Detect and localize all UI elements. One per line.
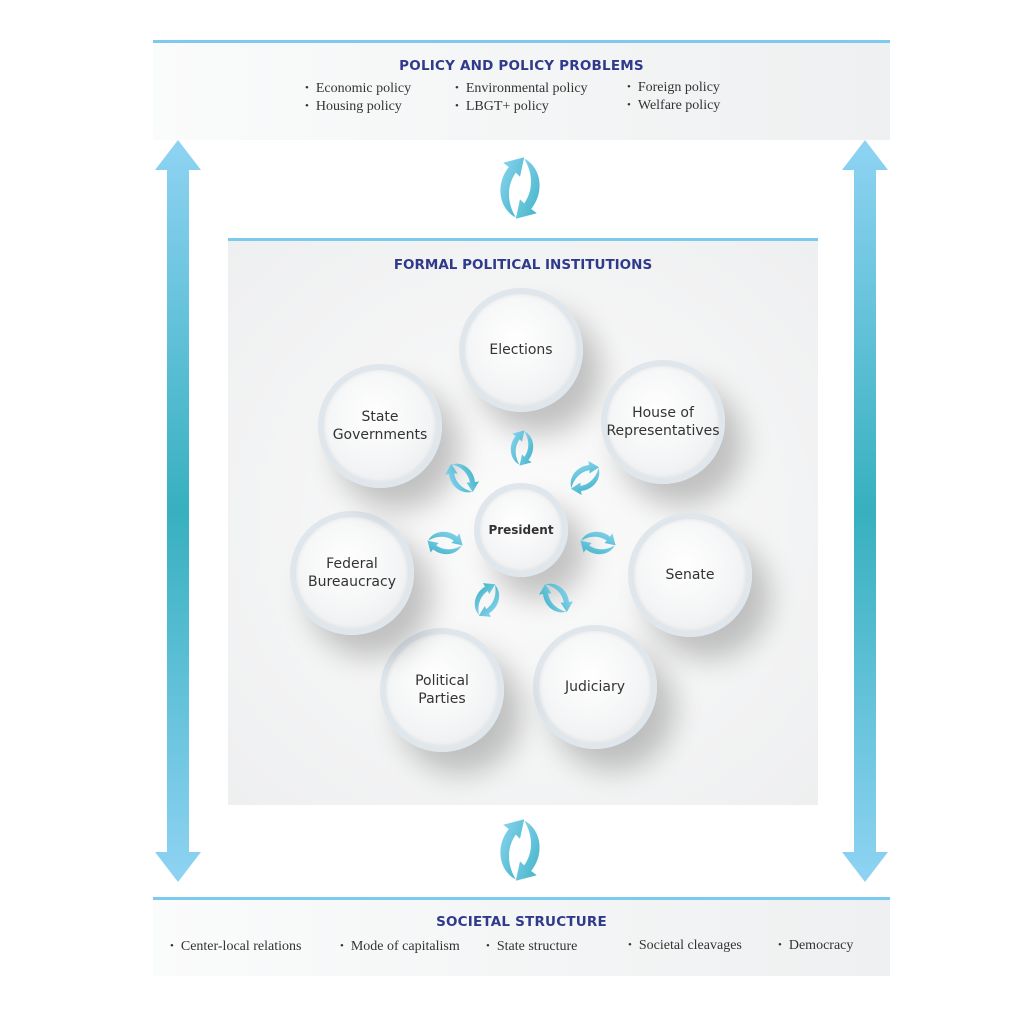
policy-item: LBGT+ policy bbox=[455, 99, 549, 115]
cycle-arrows-icon bbox=[445, 463, 479, 493]
society-panel: SOCIETAL STRUCTURE Center-local relation… bbox=[153, 897, 890, 976]
cycle-arrows-icon bbox=[570, 461, 600, 495]
society-item: Societal cleavages bbox=[628, 938, 742, 954]
node-elections: Elections bbox=[459, 288, 583, 412]
node-state-governments: State Governments bbox=[318, 364, 442, 488]
society-title: SOCIETAL STRUCTURE bbox=[436, 914, 607, 930]
policy-item: Housing policy bbox=[305, 99, 402, 115]
double-arrow-right-icon bbox=[842, 140, 888, 882]
cycle-arrows-icon bbox=[427, 531, 463, 555]
node-judiciary: Judiciary bbox=[533, 625, 657, 749]
society-item: State structure bbox=[486, 939, 577, 955]
policy-item: Foreign policy bbox=[627, 80, 720, 96]
cycle-arrows-icon bbox=[500, 819, 540, 881]
node-senate: Senate bbox=[628, 513, 752, 637]
institutions-title: FORMAL POLITICAL INSTITUTIONS bbox=[393, 257, 653, 273]
cycle-arrows-icon bbox=[510, 430, 534, 466]
cycle-arrows-icon bbox=[474, 583, 500, 617]
node-house: House of Representatives bbox=[601, 360, 725, 484]
cycle-arrows-icon bbox=[580, 531, 616, 555]
policy-item: Environmental policy bbox=[455, 81, 588, 97]
society-item: Center-local relations bbox=[170, 939, 302, 955]
policy-panel: POLICY AND POLICY PROBLEMS Economic poli… bbox=[153, 40, 890, 140]
policy-item: Welfare policy bbox=[627, 98, 720, 114]
society-item: Mode of capitalism bbox=[340, 939, 460, 955]
node-president: President bbox=[474, 483, 568, 577]
node-federal-bureaucracy: Federal Bureaucracy bbox=[290, 511, 414, 635]
double-arrow-left-icon bbox=[155, 140, 201, 882]
policy-title: POLICY AND POLICY PROBLEMS bbox=[399, 58, 644, 74]
node-political-parties: Political Parties bbox=[380, 628, 504, 752]
policy-item: Economic policy bbox=[305, 81, 411, 97]
cycle-arrows-icon bbox=[500, 157, 540, 219]
society-item: Democracy bbox=[778, 938, 854, 954]
cycle-arrows-icon bbox=[539, 583, 573, 613]
